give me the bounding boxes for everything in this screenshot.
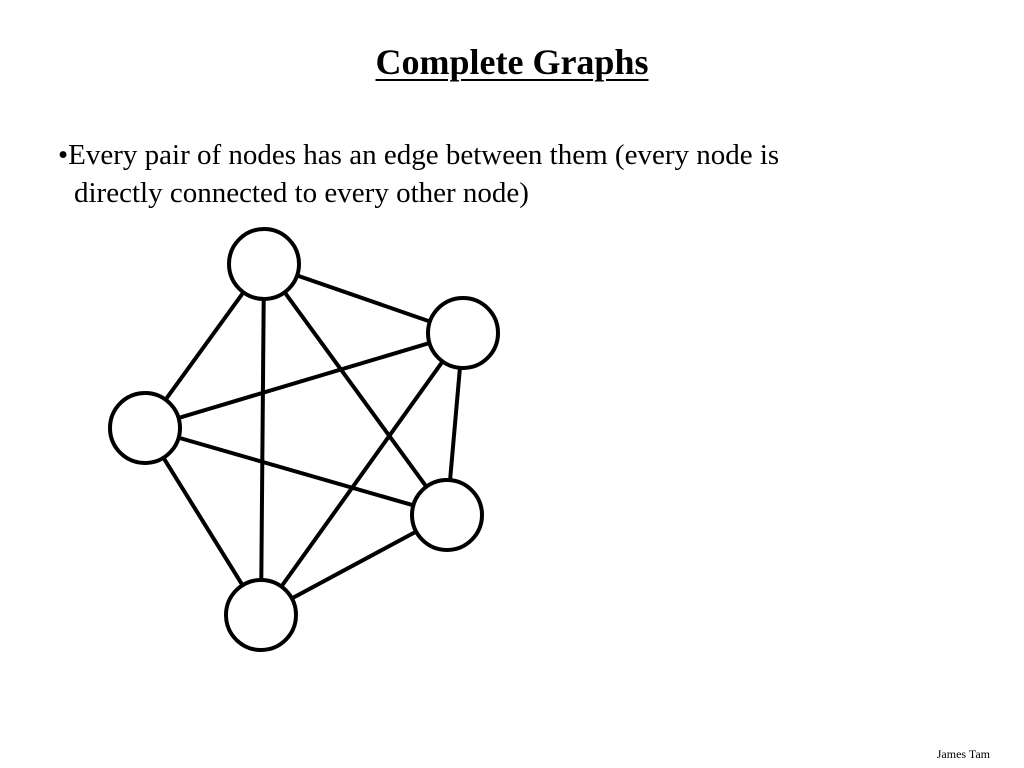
graph-edge-1-4 bbox=[262, 262, 449, 517]
graph-nodes bbox=[108, 227, 500, 652]
graph-node-2 bbox=[426, 296, 500, 370]
graph-edge-2-3 bbox=[144, 331, 464, 430]
bullet-marker: • bbox=[58, 139, 69, 171]
graph-node-1 bbox=[227, 227, 301, 301]
graph-edge-2-5 bbox=[259, 331, 465, 617]
bullet-point: •Every pair of nodes has an edge between… bbox=[58, 136, 938, 212]
graph-node-5 bbox=[224, 578, 298, 652]
graph-edge-3-4 bbox=[144, 426, 448, 517]
graph-edge-1-5 bbox=[259, 263, 266, 616]
graph-node-3 bbox=[108, 391, 182, 465]
slide-title: Complete Graphs bbox=[375, 42, 649, 82]
bullet-line-1: •Every pair of nodes has an edge between… bbox=[58, 136, 938, 174]
graph-node-4 bbox=[410, 478, 484, 552]
graph-edges bbox=[143, 262, 465, 617]
bullet-text-line-1: Every pair of nodes has an edge between … bbox=[68, 139, 780, 171]
bullet-line-2: directly connected to every other node) bbox=[74, 177, 529, 209]
footer-author: James Tam bbox=[936, 747, 990, 761]
